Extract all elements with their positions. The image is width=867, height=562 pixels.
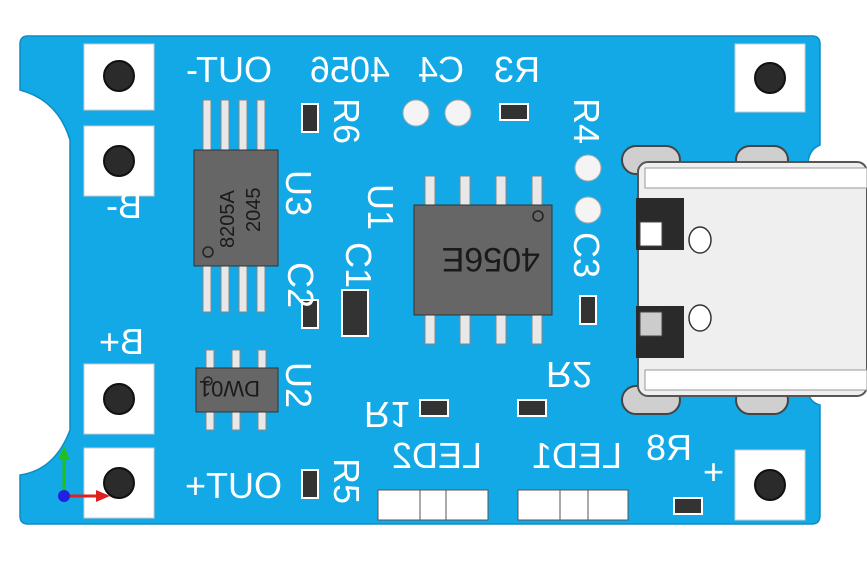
r1-resistor (419, 399, 449, 417)
led1 (517, 489, 629, 521)
pad-bottom-right (734, 449, 806, 521)
pad-b-minus (83, 125, 155, 197)
test-pads (402, 99, 602, 224)
label-4056: 4056 (310, 49, 390, 90)
label-c3: C3 (566, 232, 607, 278)
xyz-axis-triad-icon (58, 446, 110, 502)
led2 (377, 489, 489, 521)
pad-out-plus (83, 447, 155, 519)
r3-resistor (499, 103, 529, 121)
u3-marking-line1: 8205A (217, 190, 239, 248)
label-plus: + (703, 451, 724, 492)
c1-capacitor (341, 289, 369, 337)
label-r5: R5 (326, 458, 367, 504)
chip-u1-4056e: 4056E (413, 175, 553, 345)
label-c4: C4 (418, 49, 464, 90)
pad-top-right (734, 43, 806, 113)
label-b-minus: B- (106, 185, 142, 226)
u3-marking-line2: 2045 (243, 188, 265, 233)
label-r2: R2 (546, 354, 592, 395)
chip-u3-8205a: 8205A 2045 (193, 99, 279, 313)
r6-resistor (301, 103, 319, 133)
label-r4: R4 (566, 98, 607, 144)
label-u1: U1 (360, 184, 401, 230)
label-r3: R3 (494, 49, 540, 90)
c3-capacitor (579, 295, 597, 325)
label-b-plus: B+ (99, 321, 144, 362)
label-r1: R1 (364, 394, 410, 435)
label-u3: U3 (278, 170, 319, 216)
label-r8: R8 (646, 427, 692, 468)
pad-out-minus (83, 43, 155, 111)
label-out-plus: OUT+ (185, 465, 282, 506)
label-c2: C2 (280, 262, 321, 308)
c2-capacitor (301, 299, 319, 329)
label-led1: LED1 (532, 435, 622, 476)
r5-resistor (301, 469, 319, 499)
label-led2: LED2 (392, 435, 482, 476)
r8-resistor (673, 497, 703, 515)
label-u2: U2 (278, 362, 319, 408)
u2-marking: DW01 (199, 376, 260, 401)
pad-b-plus (83, 363, 155, 435)
label-c1: C1 (338, 242, 379, 288)
label-out-minus: OUT- (186, 49, 272, 90)
chip-u2-dw01: DW01 (195, 349, 279, 431)
smd-components (301, 103, 703, 515)
r2-resistor (517, 399, 547, 417)
u1-marking: 4056E (442, 240, 540, 278)
silkscreen: OUT- 4056 C4 R3 R6 R4 U3 U1 C1 C2 C3 B- … (99, 49, 724, 506)
label-r6: R6 (326, 98, 367, 144)
usb-type-c-connector-icon (621, 145, 867, 415)
